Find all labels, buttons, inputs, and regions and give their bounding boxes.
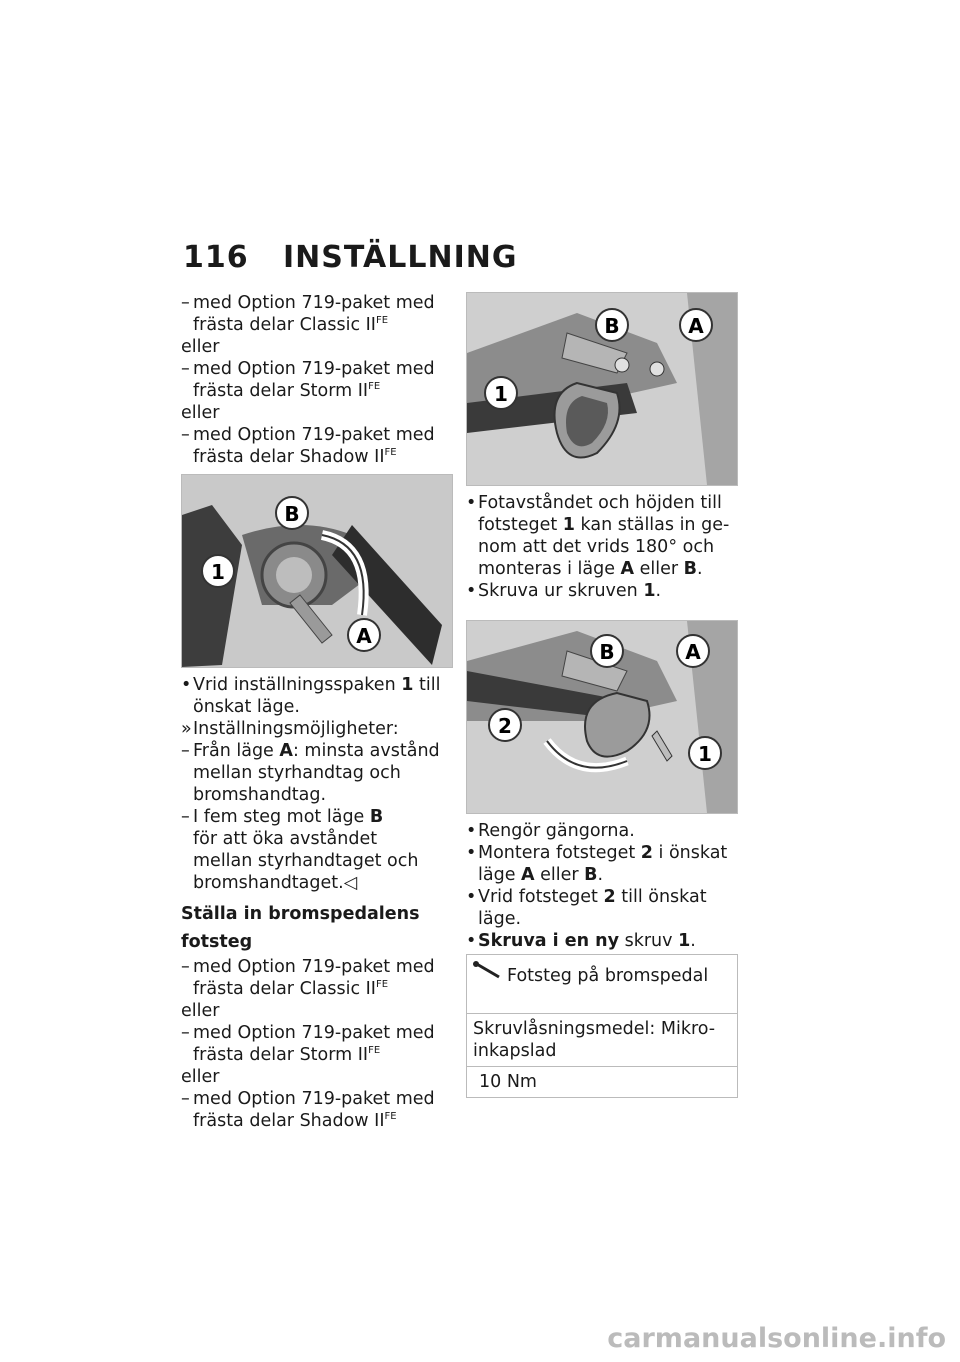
figure-footrest-screw: B A 2 1	[466, 620, 738, 814]
watermark: carmanualsonline.info	[607, 1323, 946, 1354]
step-rotate-lever: •Vrid inställningsspaken 1 till	[181, 675, 441, 695]
right-column: B A 1 •Fotavståndet och höjden till fots…	[466, 292, 738, 1098]
figure-label-1: 1	[211, 560, 225, 584]
figure-label-2: 2	[498, 714, 512, 738]
figure-footrest: B A 1	[466, 292, 738, 486]
option-line-cont: frästa delar Storm IIFE	[193, 381, 381, 401]
sub-option-a: –Från läge A: minsta avstånd	[181, 741, 440, 761]
option-line-cont: frästa delar Storm IIFE	[193, 1045, 381, 1065]
sub-option-b: –I fem steg mot läge B	[181, 807, 384, 827]
figure-label-b: B	[604, 314, 619, 338]
spec-title-row: Fotsteg på bromspedal	[467, 955, 737, 1013]
spec-title: Fotsteg på bromspedal	[507, 966, 709, 986]
spec-note-row: Skruvlåsningsmedel: Mikro- inkapslad	[467, 1013, 737, 1066]
option-line-cont: frästa delar Shadow IIFE	[193, 1111, 397, 1131]
page-title: INSTÄLLNING	[283, 240, 518, 275]
figure-label-1: 1	[494, 382, 508, 406]
footrest-illustration: B A 1	[467, 293, 737, 485]
option-line: –med Option 719-paket med	[181, 1089, 435, 1109]
footrest-steps-1: •Fotavståndet och höjden till fotsteget …	[466, 493, 730, 601]
option-line: –med Option 719-paket med	[181, 293, 435, 313]
figure-label-b: B	[284, 502, 299, 526]
option-line: –med Option 719-paket med	[181, 1023, 435, 1043]
brake-lever-illustration: B 1 A	[182, 475, 452, 667]
figure-label-a: A	[356, 624, 372, 648]
option-separator: eller	[181, 337, 220, 357]
page-header: 116 INSTÄLLNING	[183, 240, 517, 275]
page-number: 116	[183, 240, 249, 275]
option-line-cont: frästa delar Classic IIFE	[193, 979, 389, 999]
option-line-cont: frästa delar Shadow IIFE	[193, 447, 397, 467]
figure-label-b: B	[599, 640, 614, 664]
adjust-steps: •Vrid inställningsspaken 1 till önskat l…	[181, 674, 453, 894]
result-line: »Inställningsmöjligheter:	[181, 719, 399, 739]
footrest-steps-2: •Rengör gängorna. •Montera fotsteget 2 i…	[466, 821, 728, 951]
option-separator: eller	[181, 1001, 220, 1021]
option-separator: eller	[181, 403, 220, 423]
option-separator: eller	[181, 1067, 220, 1087]
figure-label-1: 1	[698, 742, 712, 766]
figure-label-a: A	[685, 640, 701, 664]
wrench-icon	[473, 961, 507, 987]
spec-value-row: 10 Nm	[467, 1066, 737, 1097]
section-heading: Ställa in bromspedalens fotsteg	[181, 904, 420, 952]
torque-value: 10 Nm	[479, 1072, 537, 1092]
option-line-cont: frästa delar Classic IIFE	[193, 315, 389, 335]
option-line: –med Option 719-paket med	[181, 359, 435, 379]
option-line: –med Option 719-paket med	[181, 957, 435, 977]
torque-spec-table: Fotsteg på bromspedal Skruvlåsningsmedel…	[466, 954, 738, 1098]
footrest-screw-illustration: B A 2 1	[467, 621, 737, 813]
figure-brake-lever: B 1 A	[181, 474, 453, 668]
figure-label-a: A	[688, 314, 704, 338]
option-line: –med Option 719-paket med	[181, 425, 435, 445]
